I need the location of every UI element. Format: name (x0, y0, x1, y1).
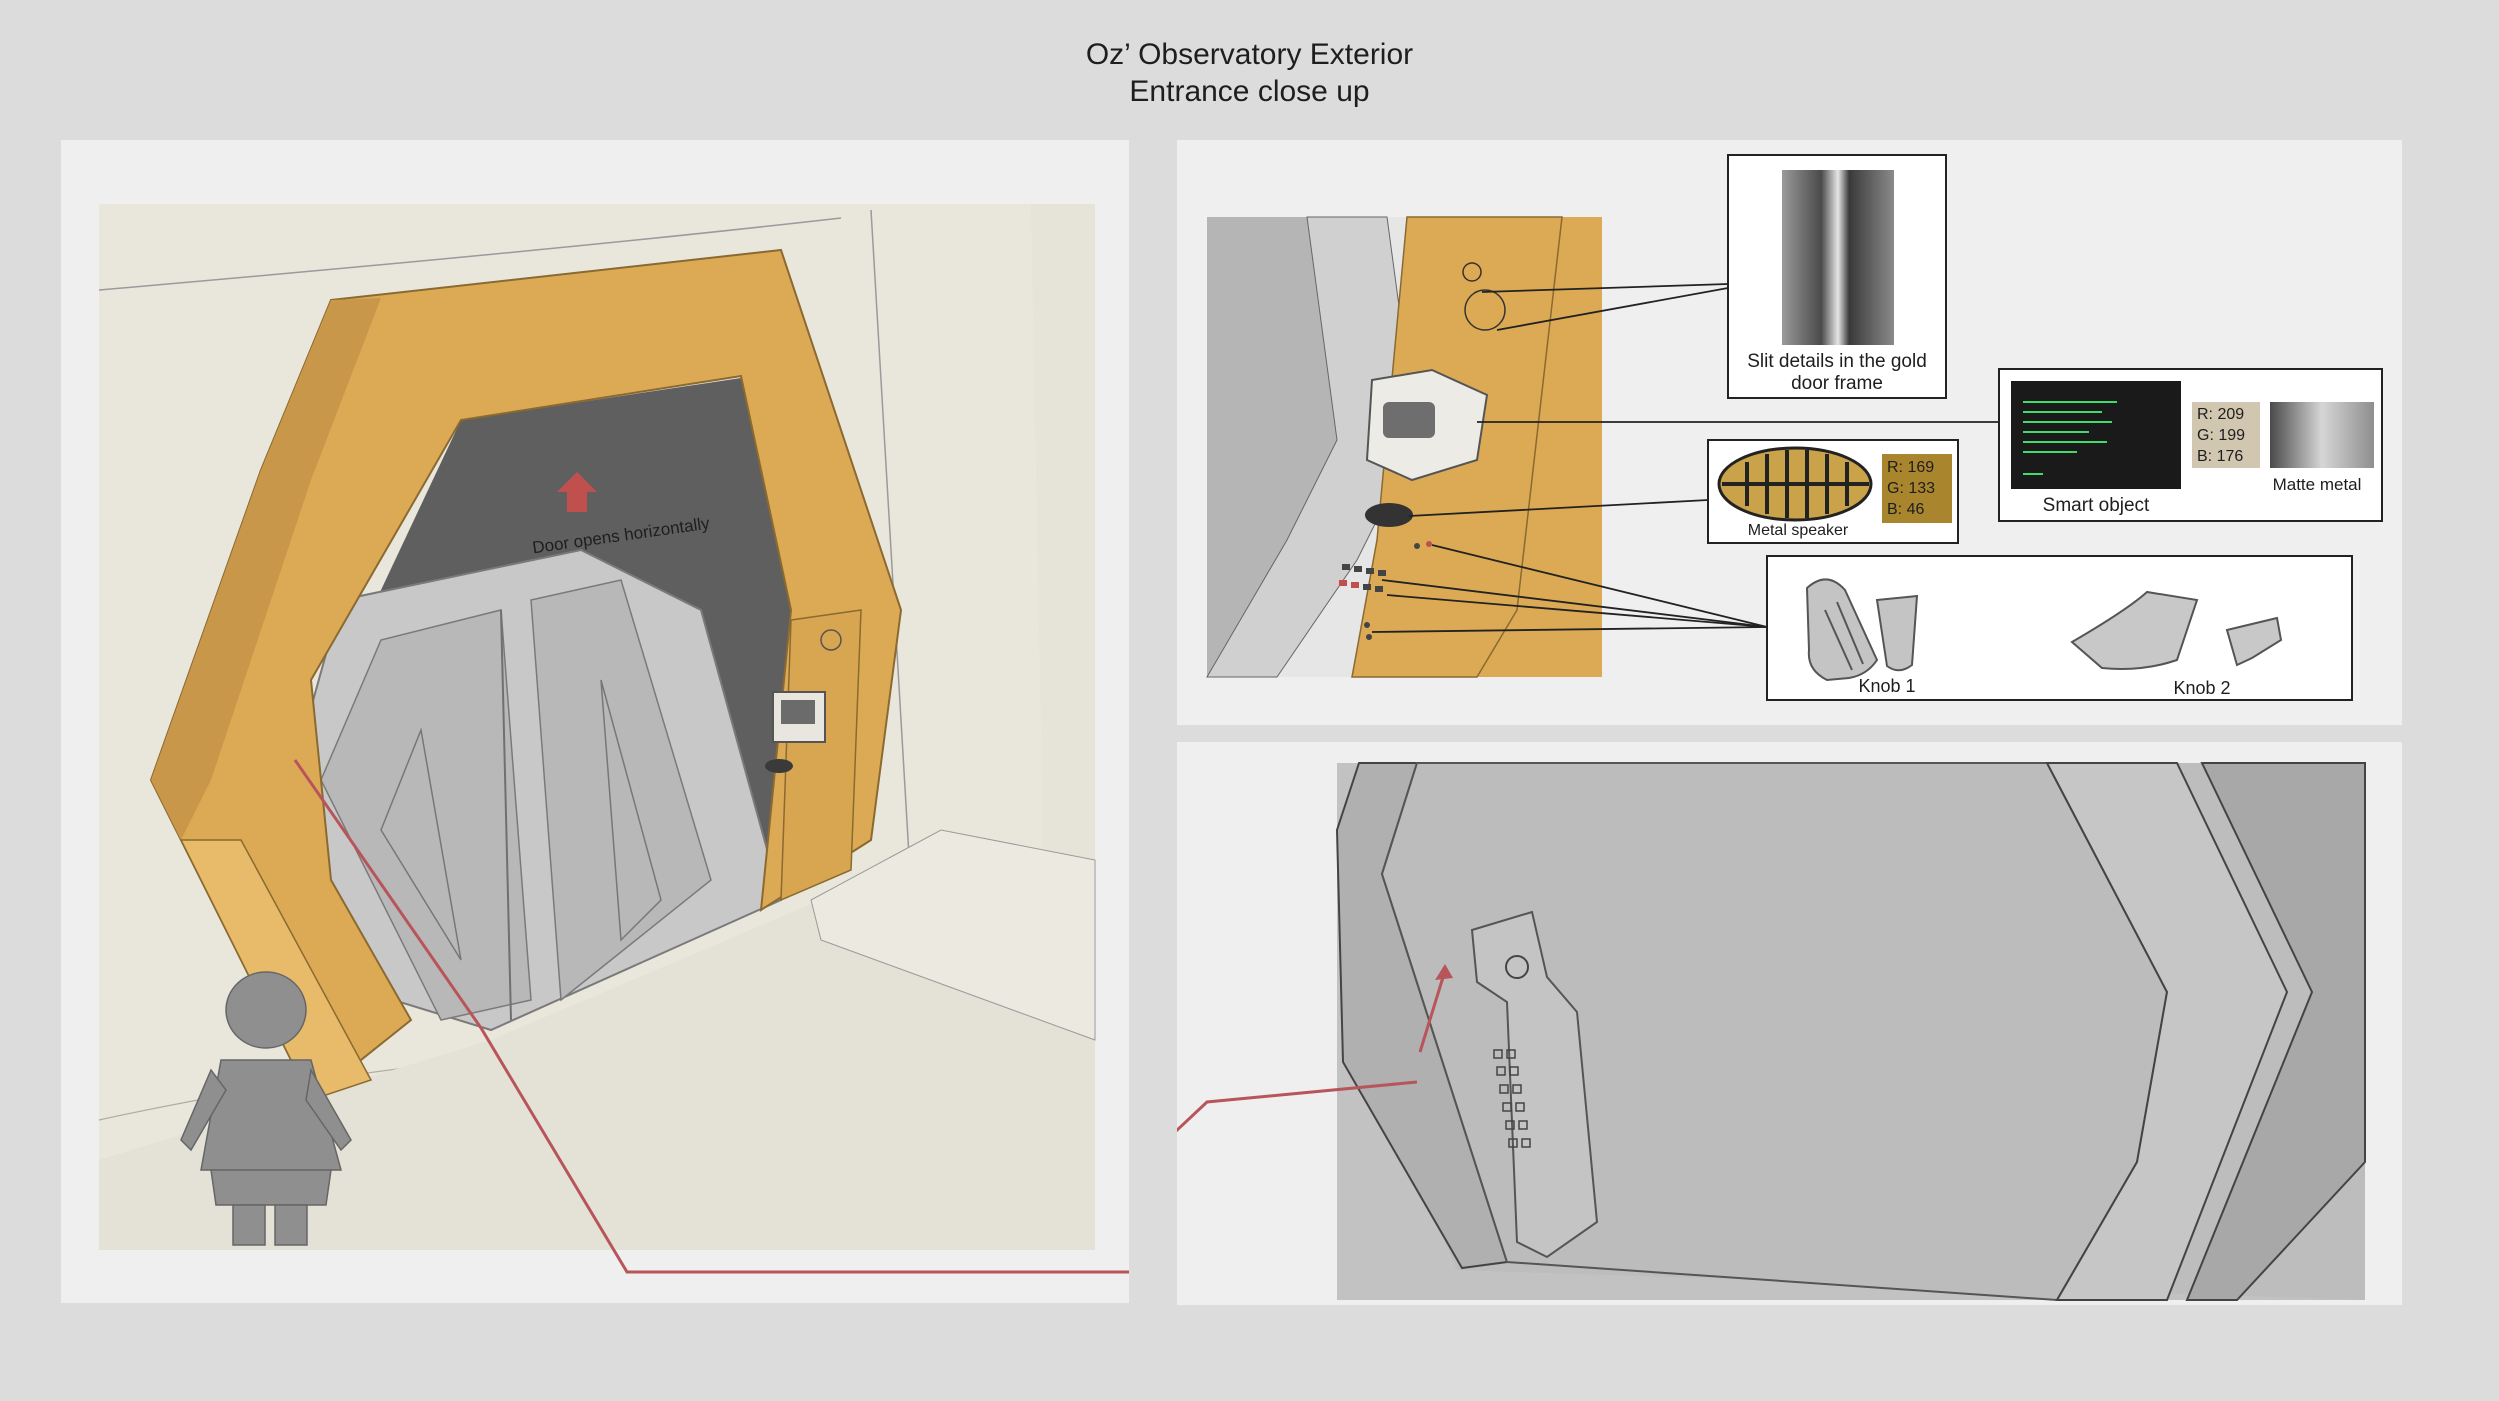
speaker-label: Metal speaker (1747, 522, 1849, 539)
speaker-b-value: B: 46 (1887, 501, 1925, 518)
keypad-buttons (1493, 1049, 1531, 1148)
speaker-g-value: G: 133 (1887, 480, 1936, 497)
smart-object-screen (2011, 381, 2181, 489)
page-title: Oz’ Observatory Exterior Entrance close … (0, 36, 2499, 110)
slit-label: Slit details in the gold door frame (1728, 351, 1946, 395)
matte-metal-label: Matte metal (2272, 475, 2362, 494)
slit-label-line-2: door frame (1791, 373, 1883, 394)
control-panel (780, 609, 862, 902)
matte-metal-swatch (2270, 402, 2374, 468)
callouts-diagram (1206, 154, 2383, 701)
slit-label-line-1: Slit details in the gold (1747, 351, 1927, 372)
material-callouts-panel: Slit details in the gold door frame Meta… (1177, 140, 2402, 725)
figure-silhouette (180, 971, 352, 1246)
entrance-sketch (98, 204, 1129, 1274)
up-arrow-icon (557, 472, 597, 512)
knob-1-label: Knob 1 (1858, 676, 1916, 696)
speaker-color-chip (1882, 454, 1952, 523)
speaker-icon (765, 759, 793, 773)
matte-metal-color-chip (2192, 402, 2260, 468)
matte-metal-rgb: R: 209 G: 199 B: 176 (2197, 404, 2261, 467)
knob-2-shapes (2070, 590, 2283, 670)
door-closeup-panel (1177, 742, 2402, 1305)
knob-1-shapes (1805, 578, 1919, 682)
matte-r-value: R: 209 (2197, 406, 2245, 423)
arrow-head-icon (1435, 964, 1453, 980)
speaker-rgb: R: 169 G: 133 B: 46 (1887, 457, 1951, 520)
floor (99, 900, 1095, 1250)
slot-ring-icon (1505, 955, 1529, 979)
control-slot (1470, 910, 1599, 1259)
knob-2-label: Knob 2 (2173, 678, 2231, 698)
matte-b-value: B: 176 (2197, 448, 2244, 465)
speaker-r-value: R: 169 (1887, 459, 1935, 476)
matte-g-value: G: 199 (2197, 427, 2246, 444)
slit-swatch (1782, 170, 1894, 345)
title-line-1: Oz’ Observatory Exterior (1085, 38, 1414, 71)
entrance-overview-panel: Door opens horizontally (61, 140, 1129, 1303)
leader-lines (1371, 283, 1999, 633)
screen-text-lines (2023, 401, 2117, 475)
speaker-grill (1365, 503, 1413, 527)
knob-dots (1339, 541, 1432, 640)
connector-line (293, 759, 1129, 1274)
smart-object-label: Smart object (2042, 495, 2150, 516)
connector-line-end (1177, 1080, 1418, 1133)
door-face (1380, 762, 2169, 1302)
door-side-closeup (1177, 762, 2366, 1302)
title-line-2: Entrance close up (1129, 75, 1370, 108)
